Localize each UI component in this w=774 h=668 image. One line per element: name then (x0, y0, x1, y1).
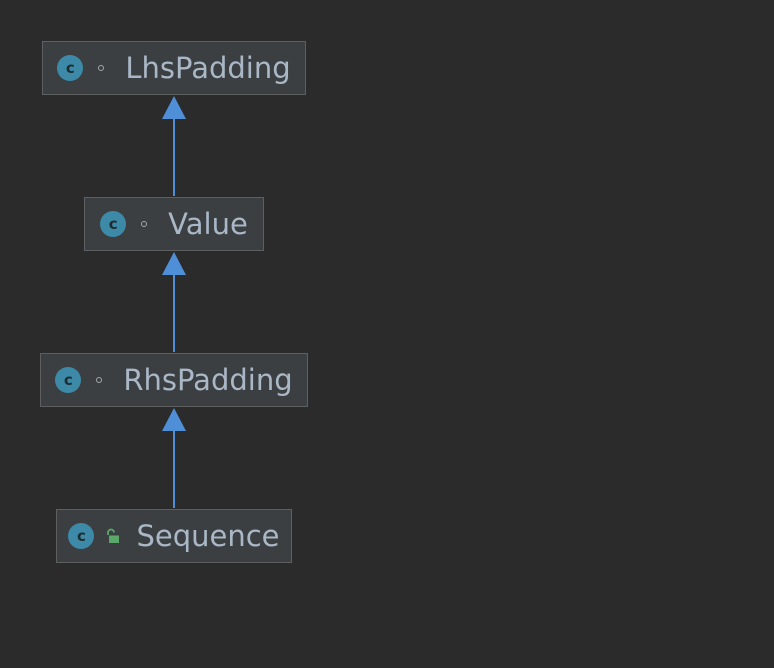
edge-rhspadding-to-value (162, 252, 186, 352)
class-icon: c (68, 523, 95, 549)
class-name-label: RhsPadding (123, 362, 293, 397)
class-icon: c (57, 55, 84, 81)
class-node-lhspadding[interactable]: c LhsPadding (42, 41, 306, 95)
edge-sequence-to-rhspadding (162, 408, 186, 508)
package-private-icon (89, 377, 109, 383)
package-private-icon (134, 221, 154, 227)
class-node-value[interactable]: c Value (84, 197, 264, 251)
package-private-icon (91, 65, 111, 71)
edge-value-to-lhspadding (162, 96, 186, 196)
class-icon: c (55, 367, 82, 393)
public-unlocked-icon (102, 528, 122, 544)
class-name-label: Value (168, 206, 248, 241)
class-icon: c (100, 211, 127, 237)
class-name-label: LhsPadding (125, 50, 291, 85)
class-name-label: Sequence (136, 518, 280, 553)
class-node-sequence[interactable]: c Sequence (56, 509, 292, 563)
class-node-rhspadding[interactable]: c RhsPadding (40, 353, 308, 407)
